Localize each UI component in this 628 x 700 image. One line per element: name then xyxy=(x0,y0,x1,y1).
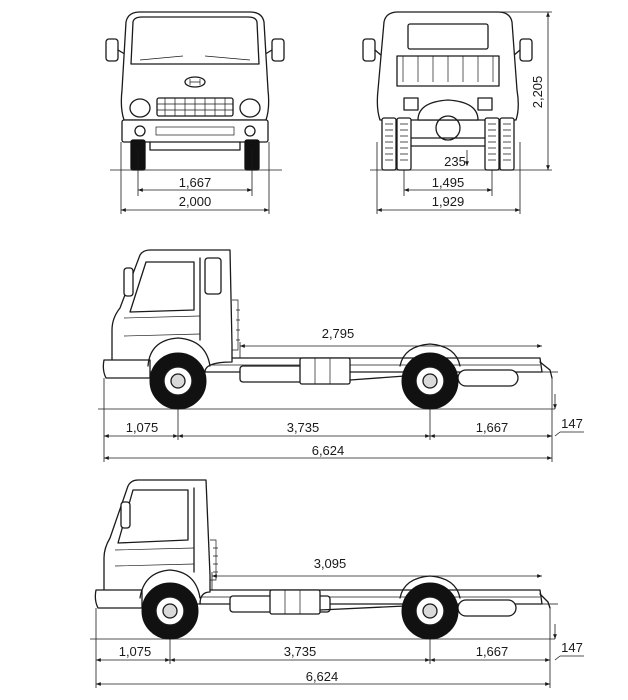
rear-track-label: 1,495 xyxy=(432,175,465,190)
side2-wheelbase-label: 3,735 xyxy=(284,644,317,659)
side1-front-overhang-label: 1,075 xyxy=(126,420,159,435)
ground-clearance-label: 235 xyxy=(444,154,466,169)
mirror-right-icon xyxy=(261,38,285,62)
front-bumper-side xyxy=(102,359,151,379)
rear-wheel-outer-right xyxy=(499,117,515,171)
side-view-long-cab: 3,095 1,075 3,735 1,667 6,624 147 xyxy=(90,479,584,688)
side1-frame-height-label: 147 xyxy=(561,416,583,431)
side2-front-overhang-label: 1,075 xyxy=(119,644,152,659)
rear-window xyxy=(407,23,489,50)
cab-rear-window xyxy=(204,257,222,295)
rear-view: 235 1,495 1,929 2,205 xyxy=(362,11,552,214)
headlight-left-icon xyxy=(129,98,151,118)
front-bumper-side xyxy=(94,589,143,609)
mirror-left-icon xyxy=(105,38,129,62)
side1-frame-length-label: 2,795 xyxy=(322,326,355,341)
front-view: 1,667 2,000 xyxy=(105,11,285,214)
side1-rear-overhang-label: 1,667 xyxy=(476,420,509,435)
front-bumper xyxy=(121,119,269,143)
side1-wheelbase-label: 3,735 xyxy=(287,420,320,435)
headlight-right-icon xyxy=(239,98,261,118)
fuel-tank xyxy=(457,599,517,617)
cab-door-window xyxy=(129,261,195,313)
rear-width-label: 1,929 xyxy=(432,194,465,209)
fuel-tank xyxy=(457,369,519,387)
side2-overall-length-label: 6,624 xyxy=(306,669,339,684)
side2-frame-height-label: 147 xyxy=(561,640,583,655)
side2-rear-overhang-label: 1,667 xyxy=(476,644,509,659)
front-track-label: 1,667 xyxy=(179,175,212,190)
brand-logo-icon xyxy=(184,76,206,88)
rear-wheel-inner-left xyxy=(396,117,412,171)
rear-wheel-inner-right xyxy=(484,117,500,171)
overall-height-label: 2,205 xyxy=(530,76,545,109)
side-view-short-cab: 2,795 1,075 3,735 1,667 6,624 147 xyxy=(98,249,584,462)
side2-frame-length-label: 3,095 xyxy=(314,556,347,571)
rear-wheel-outer-left xyxy=(381,117,397,171)
front-width-label: 2,000 xyxy=(179,194,212,209)
side1-overall-length-label: 6,624 xyxy=(312,443,345,458)
